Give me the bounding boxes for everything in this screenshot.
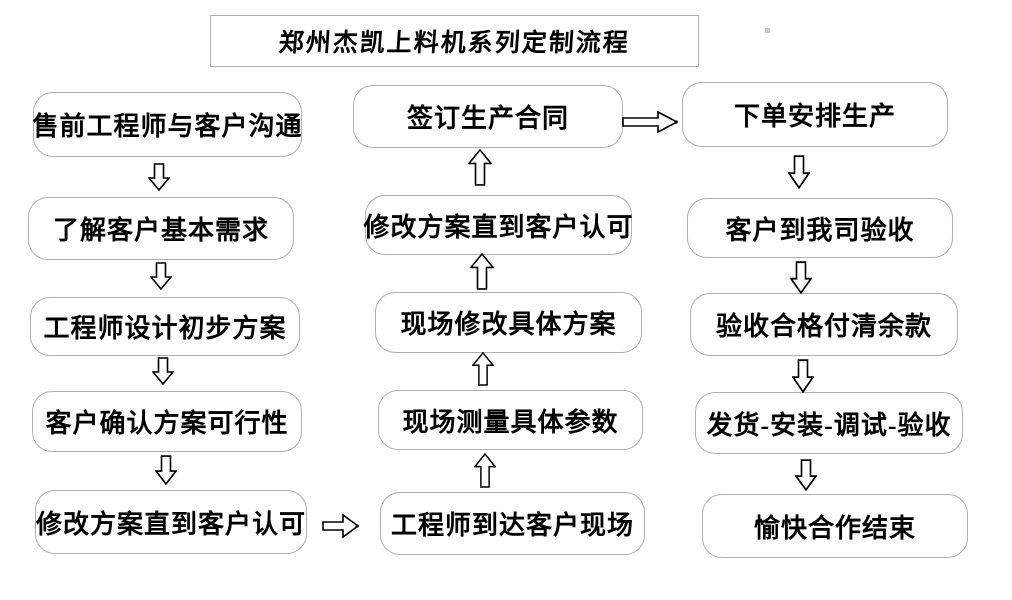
right-arrow-icon <box>622 110 678 134</box>
node-label: 修改方案直到客户认可 <box>36 509 307 539</box>
node-onsite-measure-params: 现场测量具体参数 <box>378 390 643 450</box>
page-title: 郑州杰凯上料机系列定制流程 <box>277 30 631 57</box>
up-arrow-icon <box>470 253 494 290</box>
node-label: 工程师设计初步方案 <box>43 314 287 343</box>
node-revise-until-approved: 修改方案直到客户认可 <box>35 490 307 554</box>
node-sign-contract: 签订生产合同 <box>353 85 623 148</box>
title-box: 郑州杰凯上料机系列定制流程 <box>210 15 699 67</box>
node-design-draft-plan: 工程师设计初步方案 <box>30 297 300 356</box>
node-confirm-feasibility: 客户确认方案可行性 <box>32 391 302 452</box>
node-ship-install-debug-accept: 发货-安装-调试-验收 <box>695 392 963 454</box>
node-label: 现场测量具体参数 <box>402 407 619 437</box>
node-label: 愉快合作结束 <box>753 513 916 543</box>
node-label: 修改方案直到客户认可 <box>363 212 634 242</box>
up-arrow-icon <box>472 352 494 386</box>
node-label: 现场修改具体方案 <box>400 310 617 339</box>
down-arrow-icon <box>795 459 817 491</box>
down-arrow-icon <box>148 163 170 191</box>
up-arrow-icon <box>468 149 492 186</box>
right-arrow-icon <box>322 513 359 539</box>
node-label: 工程师到达客户现场 <box>390 511 634 540</box>
node-label: 客户到我司验收 <box>725 215 915 245</box>
down-arrow-icon <box>788 155 810 189</box>
node-label: 售前工程师与客户沟通 <box>32 112 303 141</box>
node-pay-balance: 验收合格付清余款 <box>690 293 958 356</box>
node-onsite-modify-plan: 现场修改具体方案 <box>375 292 642 353</box>
up-arrow-icon <box>474 453 496 488</box>
node-label: 验收合格付清余款 <box>715 312 932 341</box>
down-arrow-icon <box>155 455 177 485</box>
node-understand-needs: 了解客户基本需求 <box>28 197 294 260</box>
down-arrow-icon <box>150 262 172 290</box>
node-revise-until-approved-onsite: 修改方案直到客户认可 <box>363 195 634 255</box>
down-arrow-icon <box>152 357 174 385</box>
node-customer-acceptance-visit: 客户到我司验收 <box>687 198 953 258</box>
down-arrow-icon <box>790 261 812 294</box>
node-label: 下单安排生产 <box>733 102 896 131</box>
down-arrow-icon <box>792 359 814 393</box>
node-engineer-arrives-site: 工程师到达客户现场 <box>380 492 645 555</box>
node-cooperation-end: 愉快合作结束 <box>702 494 968 558</box>
node-place-order-production: 下单安排生产 <box>682 82 948 147</box>
node-label: 客户确认方案可行性 <box>45 409 289 438</box>
stray-dot-artifact <box>765 28 770 33</box>
node-label: 了解客户基本需求 <box>52 216 269 245</box>
node-presales-communication: 售前工程师与客户沟通 <box>33 92 302 157</box>
node-label: 签订生产合同 <box>406 104 569 133</box>
node-label: 发货-安装-调试-验收 <box>706 410 952 440</box>
